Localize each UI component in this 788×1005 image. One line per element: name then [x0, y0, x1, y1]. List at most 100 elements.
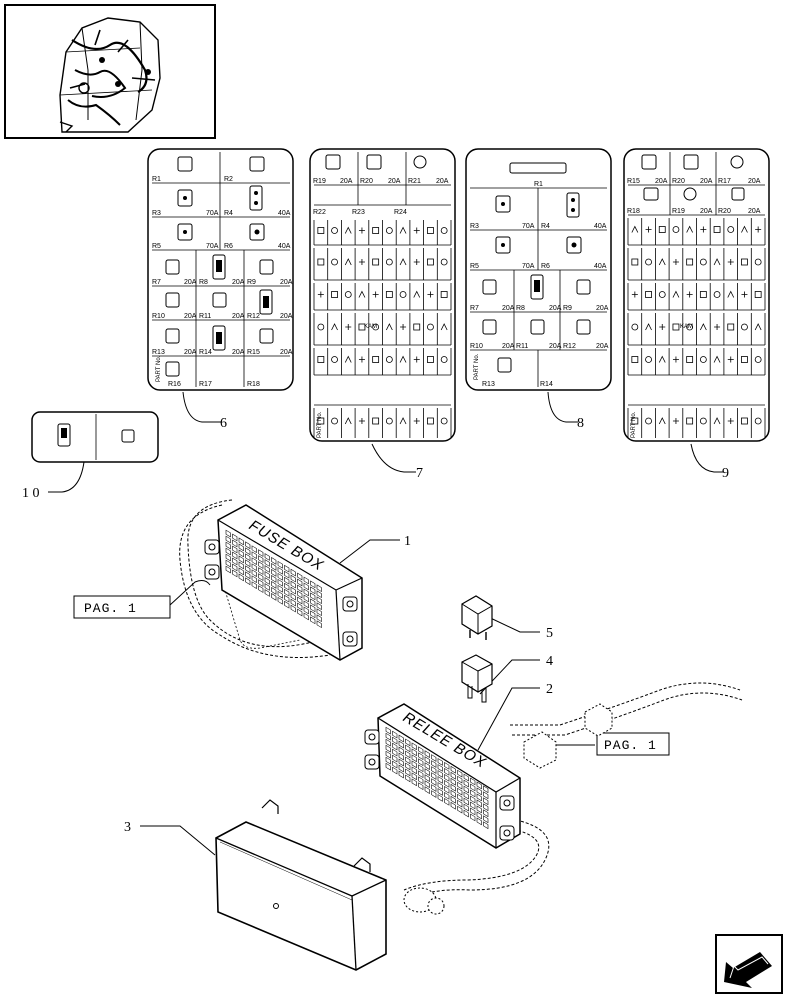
slot [277, 572, 283, 581]
fuse-symbol [344, 417, 352, 425]
slot [310, 616, 316, 625]
slot [277, 578, 283, 587]
fuse-layout-panel-7[interactable]: R19 20A R20 20A R21 20A R22 R23 R24 KAM … [309, 148, 456, 442]
fuse-symbol [727, 323, 735, 331]
slot [392, 730, 398, 739]
mini-fuse-panel-10[interactable] [31, 411, 159, 463]
slot [284, 588, 290, 597]
fuse-symbol [658, 417, 666, 425]
slot [245, 547, 251, 556]
fuse-symbol [699, 258, 707, 266]
p9-r15-val: 20A [655, 178, 668, 185]
fuse-symbol [741, 258, 748, 266]
fuse-symbol [672, 259, 679, 265]
slot [303, 606, 309, 615]
slot [392, 766, 398, 775]
slot [310, 592, 316, 601]
slot [251, 551, 257, 560]
relay-item-5[interactable] [461, 595, 493, 640]
fuse-symbol [331, 258, 338, 266]
slot [398, 764, 404, 773]
tractor-cab-wiring-thumbnail[interactable] [4, 4, 216, 139]
fuse-symbol [331, 227, 338, 234]
slot [245, 553, 251, 562]
callout-leaders [48, 391, 724, 856]
slot [437, 794, 443, 802]
fuse-symbol [754, 258, 762, 266]
p6-r10-val: 20A [184, 313, 197, 320]
fuse-symbol [672, 418, 679, 424]
p7-r21: R21 [408, 178, 421, 185]
fuse-layout-panel-8[interactable]: R1 R3 70A R4 40A R5 70A R6 40A R7 20A R8… [465, 148, 612, 391]
fuse-symbol [331, 356, 338, 363]
fuse-layout-panel-9[interactable]: R15 20A R20 20A R17 20A R18 R19 20A R20 … [623, 148, 770, 442]
fuse-symbol [385, 291, 393, 298]
slot [411, 748, 417, 757]
slot [290, 580, 296, 589]
slot [264, 565, 270, 573]
fuse-symbol [399, 355, 407, 363]
p6-r15-val: 20A [280, 349, 293, 356]
p7-r19-val: 20A [340, 178, 353, 185]
slot [483, 791, 489, 800]
fuse-symbol [755, 226, 762, 233]
fuse-symbol [645, 226, 652, 233]
slot [316, 608, 322, 617]
slot [290, 592, 296, 601]
fuse-symbol [427, 291, 434, 298]
slot [424, 762, 430, 770]
fuse-symbol [645, 417, 652, 425]
fuse-symbol [345, 324, 352, 330]
fuse-symbol [372, 356, 380, 363]
p8-r3-val: 70A [522, 223, 535, 230]
slot [225, 547, 231, 556]
p8-r5-val: 70A [522, 263, 535, 270]
callout-5: 5 [546, 626, 553, 641]
slot [297, 578, 303, 587]
fuse-symbol [727, 356, 734, 363]
fuse-layout-panel-6[interactable]: R1 R2 R3 70A R4 40A R5 70A R6 40A R7 20A… [147, 148, 294, 391]
fuse-symbol [672, 226, 680, 233]
slot [463, 809, 469, 818]
p8-r13: R13 [482, 381, 495, 388]
slot [405, 756, 411, 765]
slot [251, 545, 257, 554]
slot [238, 573, 244, 582]
fuse-box[interactable]: FUSE BOX [179, 499, 363, 661]
page-ref-left[interactable]: PAG. 1 [73, 595, 171, 619]
fuse-symbol [399, 417, 407, 425]
slot [225, 553, 231, 562]
slot [470, 813, 476, 822]
slot [431, 754, 437, 762]
fuse-symbol [385, 258, 393, 266]
fuse-item-4[interactable] [461, 654, 493, 703]
p7-r21-val: 20A [436, 178, 449, 185]
slot [264, 589, 270, 597]
slot [405, 762, 411, 771]
fuse-symbol [686, 225, 694, 233]
arrow-back-icon[interactable] [715, 934, 783, 994]
fuse-symbol [727, 290, 735, 298]
p8-r14: R14 [540, 381, 553, 388]
fuse-symbol [631, 225, 639, 233]
slot [424, 756, 430, 764]
slot [385, 738, 391, 747]
fuse-symbol [413, 418, 420, 424]
fuse-symbol [372, 417, 380, 425]
slot [457, 769, 463, 778]
relay-box[interactable]: RELEE BOX [364, 682, 743, 915]
p8-r1: R1 [534, 181, 543, 188]
slot [297, 572, 303, 581]
slot [316, 614, 322, 623]
fuse-symbol [631, 356, 639, 363]
p8-r8-val: 20A [549, 305, 562, 312]
slot [297, 596, 303, 605]
slot [444, 774, 450, 782]
fuse-box-cover[interactable] [215, 799, 387, 971]
slot [297, 590, 303, 599]
p9-r19: R19 [672, 208, 685, 215]
page-ref-right[interactable]: PAG. 1 [596, 732, 670, 756]
slot [225, 559, 231, 568]
slot [418, 764, 424, 773]
slot [424, 750, 430, 758]
